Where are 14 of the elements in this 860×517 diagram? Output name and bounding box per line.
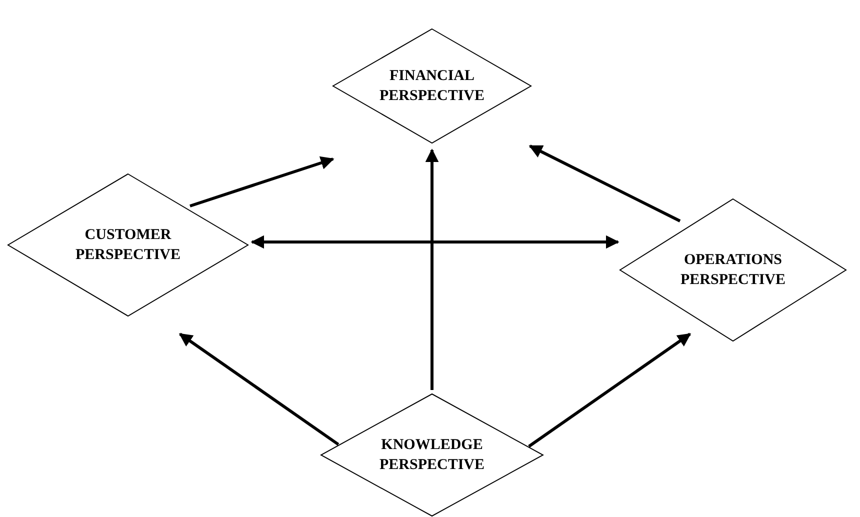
perspective-diamond [332, 28, 532, 144]
perspective-diamond [320, 393, 544, 517]
arrow [190, 156, 334, 208]
arrow [528, 332, 692, 448]
diamond-label: FINANCIAL PERSPECTIVE [378, 67, 486, 106]
diamond-label: CUSTOMER PERSPECTIVE [74, 226, 182, 265]
arrow [528, 144, 681, 222]
perspective-diamond [619, 198, 847, 342]
diamond-label: KNOWLEDGE PERSPECTIVE [378, 436, 486, 475]
diamond-label: OPERATIONS PERSPECTIVE [679, 251, 787, 290]
perspective-diamond [7, 173, 249, 317]
arrow [425, 148, 439, 390]
arrow [250, 235, 620, 249]
arrow [178, 332, 340, 446]
